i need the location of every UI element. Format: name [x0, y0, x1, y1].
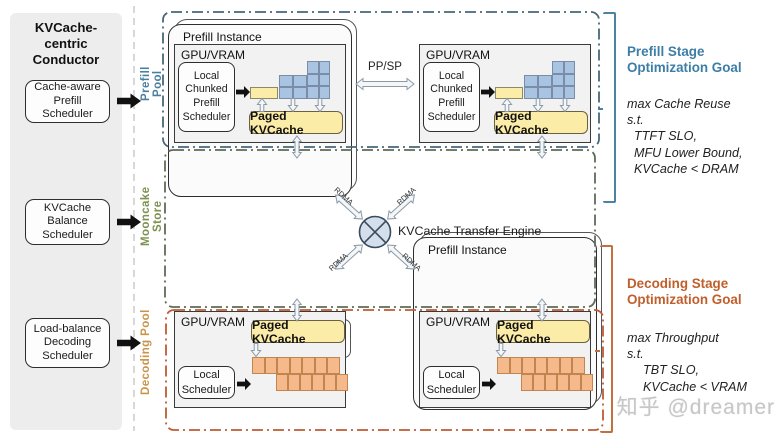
pp-sp-arrow: [355, 77, 415, 91]
decoding-goal: Decoding Stage Optimization Goal max Thr…: [627, 276, 781, 395]
kvcache-blue-blocks: [307, 61, 330, 99]
rdma-label: RDMA: [395, 185, 418, 207]
prefill-instance-label: Prefill Instance: [183, 30, 262, 44]
paged-kvcache-box: Paged KVCache: [494, 109, 588, 137]
scheduler-label: KVCache Balance Scheduler: [42, 201, 93, 241]
watermark: 知乎 @dreamer: [616, 396, 775, 419]
local-chunked-prefill-scheduler-box: Local Chunked Prefill Scheduler: [178, 62, 235, 132]
goal-constraint: KVCache < VRAM: [643, 379, 747, 394]
prefill-goal-bracket: [598, 12, 616, 203]
conductor-title: KVCache-centric Conductor: [32, 20, 100, 68]
gpu-vram-label: GPU/VRAM: [181, 48, 246, 62]
scheduler-label: Cache-aware Prefill Scheduler: [34, 81, 101, 121]
goal-subject-to: s.t.: [627, 346, 644, 361]
paged-kvcache-box: Paged KVCache: [249, 109, 343, 137]
goal-constraint: TTFT SLO,: [634, 129, 697, 144]
kvcache-transfer-engine-label: KVCache Transfer Engine: [398, 224, 542, 238]
cache-aware-prefill-scheduler-box: Cache-aware Prefill Scheduler: [25, 80, 110, 123]
transfer-engine-icon: [358, 215, 392, 249]
goal-constraint: TBT SLO,: [643, 363, 699, 378]
kvcache-blue-blocks: [524, 75, 552, 99]
rdma-arrow: [387, 194, 415, 220]
kvcache-yellow-block: [495, 87, 523, 99]
prefill-goal: Prefill Stage Optimization Goal max Cach…: [627, 44, 781, 177]
prefill-pool-label: Prefill Pool: [140, 66, 164, 102]
prefill-goal-title: Prefill Stage Optimization Goal: [627, 44, 742, 75]
local-chunked-prefill-scheduler-box: Local Chunked Prefill Scheduler: [423, 62, 480, 132]
gpu-vram-label: GPU/VRAM: [426, 48, 491, 62]
kvcache-blue-blocks: [279, 75, 307, 99]
decoding-goal-title: Decoding Stage Optimization Goal: [627, 276, 742, 307]
goal-constraint: KVCache < DRAM: [634, 162, 739, 177]
rdma-label: RDMA: [327, 251, 350, 273]
kvcache-orange-blocks: [497, 357, 585, 374]
kvcache-balance-scheduler-box: KVCache Balance Scheduler: [25, 199, 110, 245]
goal-constraint: MFU Lower Bound,: [634, 145, 743, 160]
pp-sp-label: PP/SP: [368, 61, 402, 73]
decoding-goal-bracket: [595, 245, 613, 433]
load-balance-decoding-scheduler-box: Load-balance Decoding Scheduler: [25, 318, 110, 368]
prefill-instance-label: Prefill Instance: [428, 243, 507, 257]
paged-kvcache-box: Paged KVCache: [496, 318, 590, 346]
mooncake-store-label: Mooncake Store: [140, 186, 164, 246]
gpu-vram-label: GPU/VRAM: [426, 315, 491, 329]
rdma-arrow: [335, 244, 363, 270]
kvcache-orange-blocks: [276, 374, 348, 391]
goal-objective: max Cache Reuse: [627, 96, 731, 111]
kvcache-orange-blocks: [252, 357, 340, 374]
scheduler-label: Load-balance Decoding Scheduler: [33, 322, 102, 362]
goal-subject-to: s.t.: [627, 112, 644, 127]
kvcache-yellow-block: [250, 87, 278, 99]
kvcache-blue-blocks: [552, 61, 575, 99]
local-scheduler-box: Local Scheduler: [178, 366, 235, 399]
kvcache-orange-blocks: [521, 374, 593, 391]
goal-objective: max Throughput: [627, 330, 719, 345]
paged-kvcache-box: Paged KVCache: [251, 318, 345, 346]
decoding-pool-label: Decoding Pool: [140, 309, 152, 395]
gpu-vram-label: GPU/VRAM: [181, 315, 246, 329]
local-scheduler-box: Local Scheduler: [423, 366, 480, 399]
